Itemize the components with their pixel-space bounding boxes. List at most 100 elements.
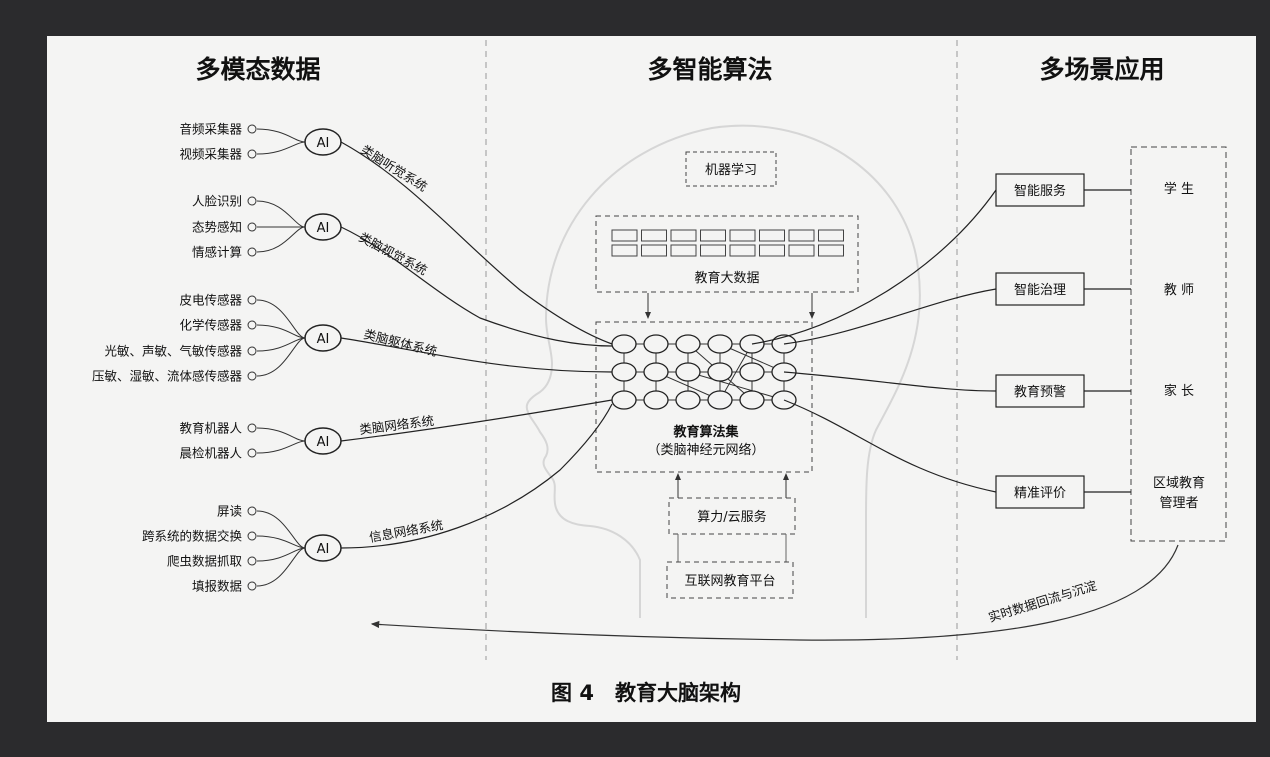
source-port: [247, 346, 257, 356]
feedback-curve: [370, 544, 1179, 641]
data-source-groups: 类脑听觉系统音频采集器视频采集器AI类脑视觉系统人脸识别态势感知情感计算AI类脑…: [92, 122, 613, 594]
neuron-node: [707, 334, 733, 354]
neuron-node: [643, 334, 669, 354]
ai-node-label: AI: [317, 221, 330, 236]
source-link: [256, 535, 306, 549]
source-label: 光敏、声敏、气敏传感器: [104, 344, 242, 359]
source-port: [247, 506, 257, 516]
ai-node: [304, 128, 342, 156]
head-silhouette: [525, 124, 921, 618]
source-port: [247, 222, 257, 232]
neural-edge: [687, 371, 785, 401]
ai-node: [304, 324, 342, 352]
role-label: 家 长: [1164, 383, 1194, 399]
data-cell: [641, 244, 667, 257]
source-group: 类脑躯体系统皮电传感器化学传感器光敏、声敏、气敏传感器压敏、湿敏、流体感传感器A…: [92, 293, 613, 384]
source-label: 人脸识别: [192, 194, 242, 209]
system-curve: [340, 337, 613, 373]
data-cell: [670, 229, 697, 242]
source-link: [256, 200, 306, 228]
source-label: 视频采集器: [179, 147, 242, 162]
service-box: [995, 173, 1085, 207]
source-label: 教育机器人: [179, 421, 242, 436]
ai-node-label: AI: [317, 435, 330, 450]
data-cell: [818, 229, 844, 242]
source-label: 跨系统的数据交换: [142, 529, 243, 544]
source-link: [256, 427, 306, 442]
system-curve: [340, 226, 613, 347]
ai-node-label: AI: [317, 332, 330, 347]
neuron-node: [707, 390, 733, 410]
neuron-node: [739, 362, 765, 382]
source-port: [247, 295, 257, 305]
service-item: 教育预警: [783, 371, 1131, 408]
roles-box: [1130, 146, 1227, 542]
column-title-algorithm: 多智能算法: [647, 55, 772, 84]
data-cell: [788, 244, 815, 257]
figure-caption: 图 4 教育大脑架构: [551, 681, 741, 705]
system-curve: [340, 399, 613, 442]
source-port: [247, 124, 257, 134]
system-label: 类脑视觉系统: [357, 229, 430, 277]
source-link: [256, 547, 306, 587]
algorithm-set-box: [595, 321, 813, 473]
ai-node-label: AI: [317, 136, 330, 151]
role-label: 管理者: [1159, 496, 1198, 511]
compute-box: [668, 497, 796, 535]
data-cell: [611, 229, 638, 242]
role-label: 教 师: [1164, 282, 1194, 298]
algorithm-set-label: 教育算法集: [672, 424, 739, 440]
source-link: [256, 510, 306, 549]
compute-label: 算力/云服务: [697, 509, 766, 525]
machine-learning-box: [685, 151, 777, 187]
feedback-label: 实时数据回流与沉淀: [986, 577, 1098, 624]
source-label: 音频采集器: [179, 122, 242, 137]
source-label: 皮电传感器: [179, 293, 242, 308]
column-title-data: 多模态数据: [195, 55, 320, 84]
neuron-node: [707, 362, 733, 382]
big-data-grid: [611, 229, 844, 257]
system-label: 信息网络系统: [368, 517, 444, 545]
source-link: [256, 141, 306, 155]
source-link: [256, 128, 306, 143]
source-label: 情感计算: [192, 245, 242, 260]
source-port: [247, 320, 257, 330]
data-cell: [729, 244, 756, 257]
ai-node-label: AI: [317, 542, 330, 557]
service-curve: [751, 189, 997, 345]
service-curve: [783, 399, 997, 493]
data-cell: [759, 229, 785, 242]
service-label: 智能服务: [1014, 183, 1066, 199]
service-label: 精准评价: [1014, 486, 1066, 501]
service-box: [995, 475, 1085, 509]
source-port: [247, 247, 257, 257]
source-port: [247, 371, 257, 381]
data-cell: [700, 229, 726, 242]
source-port: [247, 423, 257, 433]
system-curve: [340, 403, 613, 549]
neuron-node: [643, 362, 669, 382]
neuron-node: [675, 390, 701, 410]
service-item: 智能治理: [783, 272, 1131, 345]
source-label: 爬虫数据抓取: [167, 554, 243, 569]
source-label: 晨检机器人: [179, 446, 242, 461]
source-label: 屏读: [217, 504, 242, 519]
service-box: [995, 374, 1085, 408]
service-item: 智能服务: [751, 173, 1131, 345]
neural-edge: [719, 343, 753, 401]
service-item: 精准评价: [783, 399, 1131, 509]
data-cell: [641, 229, 667, 242]
source-link: [256, 299, 306, 339]
role-label: 学 生: [1164, 181, 1194, 197]
source-port: [247, 149, 257, 159]
data-cell: [788, 229, 815, 242]
source-link: [256, 337, 306, 352]
role-label: 区域教育: [1153, 475, 1205, 491]
neuron-node: [675, 362, 701, 382]
neuron-node: [611, 334, 637, 354]
service-curve: [783, 371, 997, 392]
neuron-node: [739, 390, 765, 410]
machine-learning-label: 机器学习: [705, 162, 757, 178]
